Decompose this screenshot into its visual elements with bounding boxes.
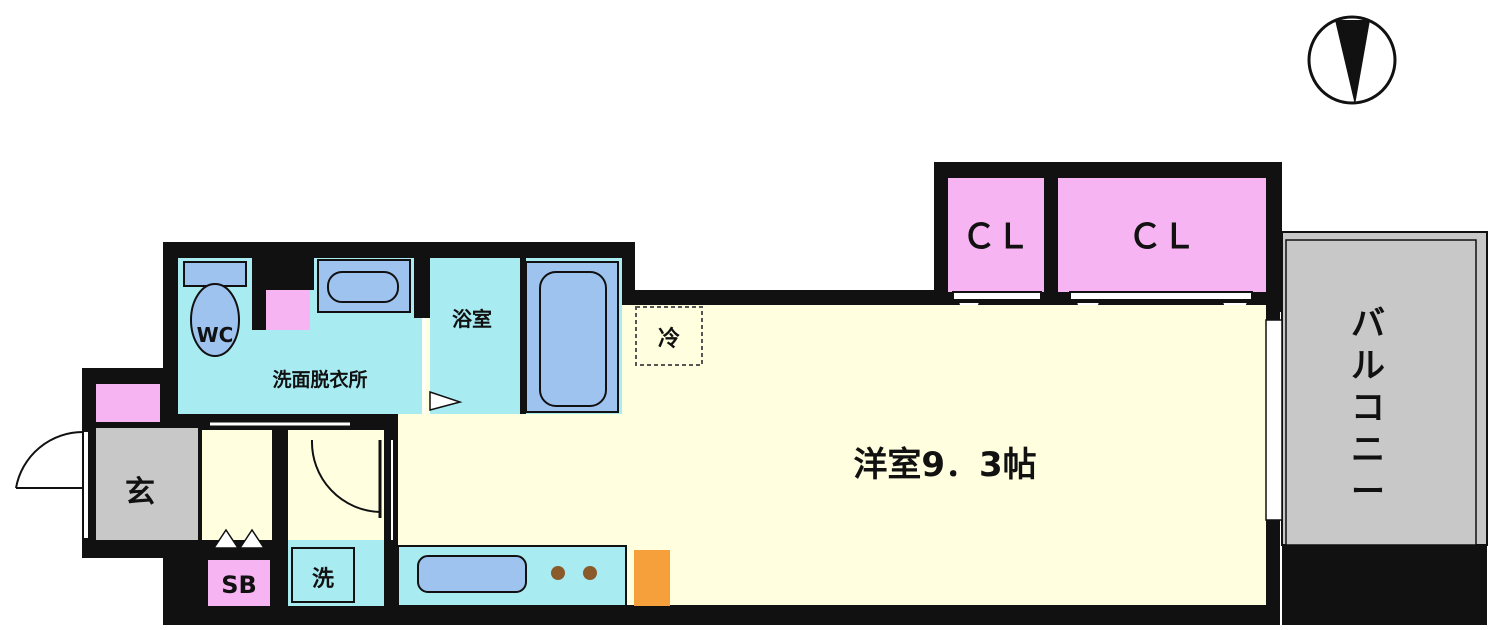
storage-shelf — [266, 290, 310, 330]
svg-text:ル: ル — [1351, 346, 1385, 386]
shoebox-door-icon — [212, 528, 266, 549]
svg-text:ニ: ニ — [1351, 430, 1385, 470]
door-swing-icon — [422, 318, 463, 414]
fridge-box — [634, 550, 670, 606]
sink-icon — [317, 259, 411, 313]
hallway — [202, 430, 272, 540]
western-room-label: 洋室9．3帖 — [853, 445, 1036, 485]
closet-left-label: ＣＬ — [962, 217, 1030, 257]
entrance-closet — [96, 384, 160, 422]
shoebox — [208, 560, 270, 606]
shoebox-label: SB — [221, 571, 257, 599]
wc-label: WC — [197, 323, 234, 347]
door-swing-icon — [310, 439, 393, 540]
balcony-window — [1265, 319, 1283, 521]
fridge-label: 冷 — [658, 326, 680, 352]
washer-label: 洗 — [312, 567, 334, 592]
fridge-space: 冷 — [635, 306, 703, 366]
washroom-label: 洗面脱衣所 — [272, 368, 367, 391]
bathroom-label: 浴室 — [452, 307, 492, 331]
closet-right — [1058, 178, 1266, 292]
closet-left — [948, 178, 1044, 292]
hallway-inner — [288, 430, 384, 540]
entrance — [96, 428, 198, 540]
closet-right-label: ＣＬ — [1128, 217, 1196, 257]
svg-text:バ: バ — [1351, 304, 1385, 344]
toilet-icon — [183, 261, 247, 357]
north-arrow-icon — [1307, 15, 1397, 105]
entrance-label: 玄 — [125, 475, 155, 510]
svg-text:コ: コ — [1351, 388, 1385, 428]
stove-icon — [551, 566, 597, 580]
door-swing-icon — [15, 430, 88, 538]
washer-space — [288, 540, 384, 606]
balcony-label: バ ル コ ニ ー — [1351, 304, 1385, 512]
balcony — [1281, 231, 1488, 546]
bathtub-icon — [525, 261, 619, 413]
svg-text:ー: ー — [1351, 472, 1385, 512]
